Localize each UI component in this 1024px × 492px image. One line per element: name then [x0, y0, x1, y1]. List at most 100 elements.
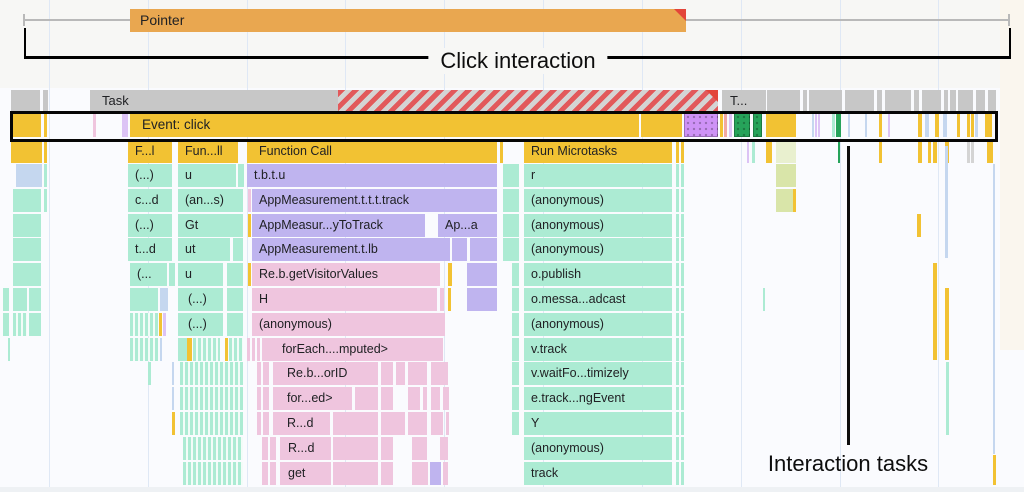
flame-bar[interactable]: [967, 140, 970, 163]
flame-bar[interactable]: [681, 164, 684, 187]
flame-bar[interactable]: [3, 288, 9, 311]
flame-bar[interactable]: [262, 437, 268, 460]
task-bar[interactable]: [976, 90, 985, 112]
flame-bar[interactable]: [512, 387, 519, 410]
flame-bar[interactable]: [183, 462, 243, 485]
flame-bar[interactable]: [130, 288, 158, 311]
flame-bar[interactable]: [676, 164, 679, 187]
run-microtasks-bar[interactable]: Run Microtasks: [524, 140, 672, 163]
task-bar[interactable]: [767, 90, 800, 112]
flame-bar[interactable]: [681, 462, 684, 485]
flame-bar[interactable]: [227, 263, 243, 286]
flame-bar[interactable]: [13, 113, 41, 137]
flame-bar[interactable]: F...l: [128, 140, 172, 163]
task-bar[interactable]: [845, 90, 874, 112]
task-bar[interactable]: [885, 90, 911, 112]
flame-bar[interactable]: [227, 288, 243, 311]
task-bar[interactable]: [809, 90, 842, 112]
flame-bar[interactable]: ut: [178, 238, 230, 261]
flame-bar[interactable]: [13, 214, 41, 237]
flame-bar[interactable]: [13, 263, 41, 286]
flame-bar[interactable]: [503, 189, 519, 212]
flame-bar[interactable]: [503, 164, 519, 187]
flame-bar[interactable]: [180, 412, 243, 435]
task-bar[interactable]: [950, 90, 956, 112]
flame-bar[interactable]: [431, 362, 448, 385]
task-bar[interactable]: [11, 90, 40, 112]
flame-bar[interactable]: [225, 338, 228, 361]
flame-bar[interactable]: (anonymous): [524, 437, 672, 460]
task-bar[interactable]: T...: [722, 90, 766, 112]
flame-bar[interactable]: [945, 146, 948, 258]
flame-bar[interactable]: [766, 140, 772, 163]
flame-bar[interactable]: [229, 338, 243, 361]
flame-bar[interactable]: [130, 338, 158, 361]
flame-bar[interactable]: [263, 362, 269, 385]
flame-bar[interactable]: [381, 362, 393, 385]
flame-bar[interactable]: (anonymous): [252, 313, 445, 336]
flame-bar[interactable]: for...ed>: [273, 387, 352, 410]
flame-bar[interactable]: t...d: [128, 238, 172, 261]
flame-bar[interactable]: [676, 263, 679, 286]
flame-bar[interactable]: get: [280, 462, 331, 485]
flame-bar[interactable]: [681, 437, 684, 460]
flame-bar[interactable]: [13, 238, 41, 261]
flame-bar[interactable]: [987, 140, 993, 163]
flame-bar[interactable]: [776, 140, 796, 163]
flame-bar[interactable]: (...): [178, 288, 223, 311]
flame-bar[interactable]: [163, 313, 166, 336]
flame-bar[interactable]: [918, 113, 922, 137]
flame-bar[interactable]: [681, 214, 684, 237]
flame-bar[interactable]: [676, 140, 679, 163]
flame-bar[interactable]: [381, 462, 393, 485]
flame-bar[interactable]: [879, 113, 882, 137]
flame-bar[interactable]: [443, 462, 448, 485]
flame-bar[interactable]: [467, 288, 497, 311]
flame-bar[interactable]: [172, 412, 175, 435]
flame-bar[interactable]: [169, 263, 175, 286]
flame-bar[interactable]: o.publish: [524, 263, 672, 286]
flame-bar[interactable]: [227, 313, 243, 336]
flame-bar[interactable]: (anonymous): [524, 214, 672, 237]
flame-bar[interactable]: [187, 338, 192, 361]
flame-bar[interactable]: [967, 113, 970, 137]
flame-bar[interactable]: [13, 189, 41, 212]
flame-bar[interactable]: [776, 164, 796, 187]
flame-bar[interactable]: (anonymous): [524, 238, 672, 261]
flame-bar[interactable]: [440, 437, 448, 460]
task-bar[interactable]: [944, 90, 948, 112]
flame-bar[interactable]: [676, 338, 679, 361]
flame-bar[interactable]: [178, 338, 187, 361]
flame-bar[interactable]: [130, 313, 158, 336]
flame-bar[interactable]: [676, 313, 679, 336]
flame-bar[interactable]: [946, 362, 949, 435]
flame-bar[interactable]: [832, 113, 835, 137]
flame-bar[interactable]: [793, 189, 796, 212]
flame-bar[interactable]: [172, 362, 174, 385]
flame-bar[interactable]: (an...s): [178, 189, 243, 212]
flame-bar[interactable]: (...: [130, 263, 167, 286]
flame-bar[interactable]: R...d: [280, 437, 331, 460]
flame-bar[interactable]: [865, 113, 867, 137]
flame-bar[interactable]: AppMeasurement.t.lb: [252, 238, 450, 261]
flame-bar[interactable]: [676, 238, 679, 261]
flame-bar[interactable]: [945, 288, 949, 360]
flame-bar[interactable]: [971, 113, 974, 137]
flame-bar[interactable]: [848, 113, 850, 137]
flame-bar[interactable]: [681, 238, 684, 261]
flame-bar[interactable]: [257, 362, 261, 385]
flame-bar[interactable]: [446, 412, 449, 435]
flame-bar[interactable]: [681, 387, 684, 410]
flame-bar[interactable]: [957, 113, 960, 137]
flame-bar[interactable]: [747, 140, 749, 163]
flame-bar[interactable]: [676, 437, 679, 460]
flame-bar[interactable]: [818, 113, 820, 137]
flame-bar[interactable]: [333, 412, 378, 435]
flame-bar[interactable]: [734, 113, 750, 137]
flame-bar[interactable]: [729, 113, 732, 137]
flame-bar[interactable]: [252, 338, 255, 361]
flame-bar[interactable]: [470, 238, 497, 261]
flame-bar[interactable]: [676, 462, 679, 485]
flame-bar[interactable]: (...): [178, 313, 223, 336]
flame-bar[interactable]: [975, 113, 978, 137]
